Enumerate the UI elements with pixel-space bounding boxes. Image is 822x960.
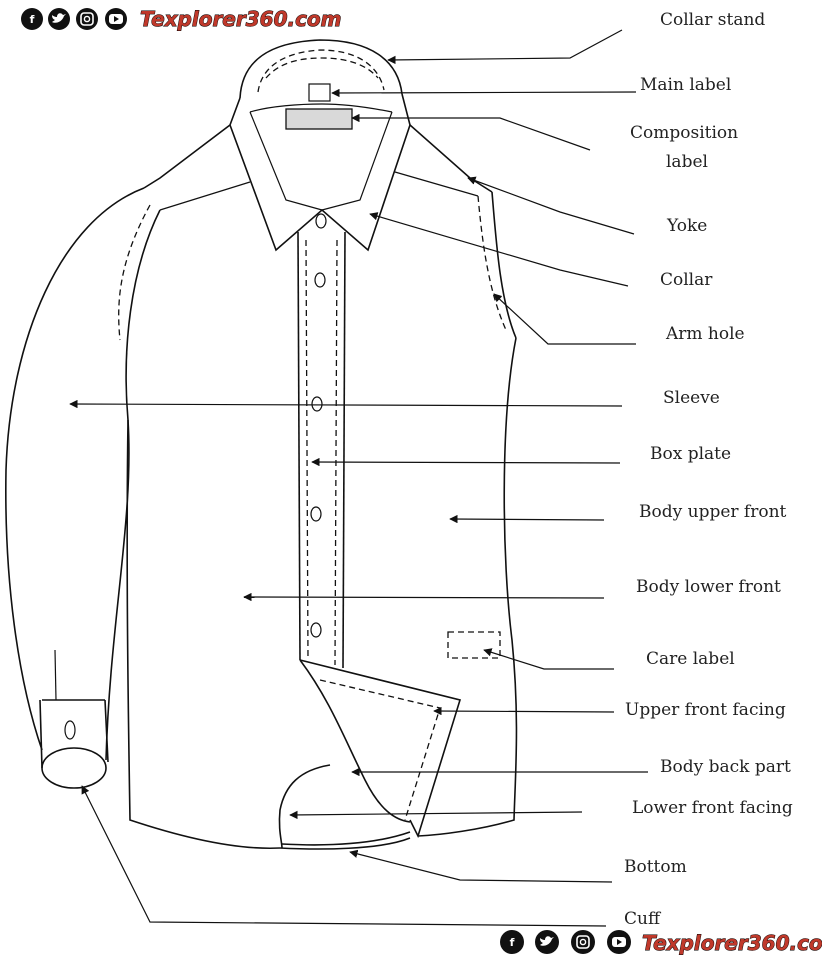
brand-name-top[interactable]: Texplorer360.com bbox=[140, 7, 342, 32]
label-bottom: Bottom bbox=[624, 857, 687, 877]
label-body-back-part: Body back part bbox=[660, 757, 791, 777]
facebook-icon[interactable]: f bbox=[500, 930, 524, 954]
main-label-tag bbox=[308, 83, 331, 102]
brand-name-bottom[interactable]: Texplorer360.com bbox=[642, 931, 822, 956]
label-arm-hole: Arm hole bbox=[665, 324, 745, 344]
label-care-label: Care label bbox=[646, 649, 735, 669]
youtube-icon[interactable] bbox=[607, 930, 631, 954]
label-composition-line1: Composition bbox=[630, 123, 738, 143]
label-collar-stand: Collar stand bbox=[660, 10, 765, 30]
svg-text:f: f bbox=[30, 13, 35, 26]
label-cuff: Cuff bbox=[624, 909, 662, 929]
placket-buttons bbox=[310, 213, 327, 638]
youtube-icon[interactable] bbox=[105, 8, 127, 30]
label-main-label: Main label bbox=[640, 75, 731, 95]
instagram-icon[interactable] bbox=[76, 8, 98, 30]
label-collar: Collar bbox=[660, 270, 713, 290]
label-lower-front-facing: Lower front facing bbox=[632, 798, 793, 818]
svg-text:f: f bbox=[510, 936, 515, 949]
twitter-icon[interactable] bbox=[535, 930, 559, 954]
leader-lines bbox=[69, 29, 648, 927]
label-sleeve: Sleeve bbox=[663, 388, 720, 408]
label-body-upper-front: Body upper front bbox=[639, 502, 787, 522]
brand-footer-bottom: f Texplorer360.com bbox=[500, 930, 822, 955]
part-labels: Collar stand Main label Composition labe… bbox=[624, 10, 793, 929]
composition-label-tag bbox=[285, 108, 353, 130]
care-label-box bbox=[447, 631, 501, 659]
facebook-icon[interactable]: f bbox=[21, 8, 43, 30]
twitter-icon[interactable] bbox=[48, 8, 70, 30]
label-body-lower-front: Body lower front bbox=[636, 577, 781, 597]
brand-header-top: f Texplorer360.com bbox=[21, 7, 342, 31]
label-box-plate: Box plate bbox=[650, 444, 731, 464]
instagram-icon[interactable] bbox=[571, 930, 595, 954]
label-yoke: Yoke bbox=[666, 216, 707, 236]
label-composition-line2: label bbox=[666, 152, 708, 172]
label-upper-front-facing: Upper front facing bbox=[625, 700, 786, 720]
shirt-illustration bbox=[5, 39, 518, 850]
